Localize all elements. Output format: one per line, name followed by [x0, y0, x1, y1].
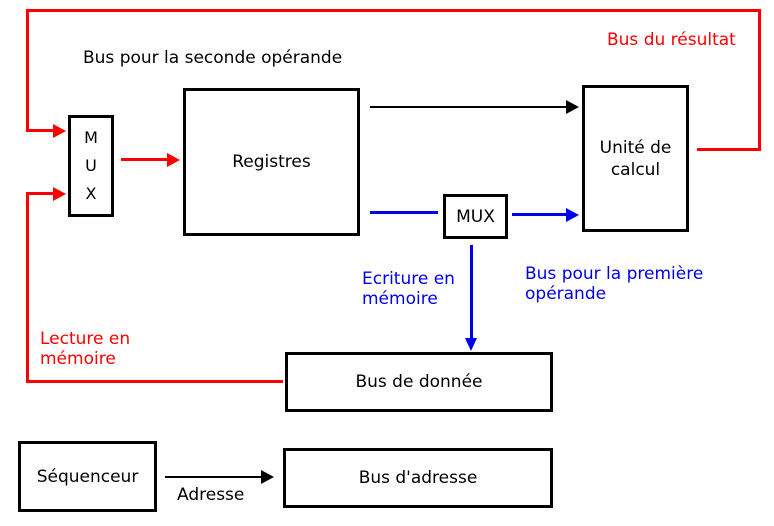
registers-to-alu-line: [370, 106, 566, 108]
second-operand-bus-label: Bus pour la seconde opérande: [83, 48, 343, 68]
result-bus-line: [697, 148, 761, 151]
data-bus-box: Bus de donnée: [285, 352, 553, 412]
address-bus-box: Bus d'adresse: [283, 448, 553, 508]
result-bus-line: [26, 9, 761, 12]
address-label: Adresse: [177, 485, 245, 505]
registers-box: Registres: [183, 88, 360, 236]
result-bus-line: [26, 129, 54, 132]
arrowhead-icon: [566, 208, 579, 222]
result-bus-label: Bus du résultat: [607, 30, 736, 50]
result-bus-line: [758, 9, 761, 151]
mux-left-box: M U X: [68, 115, 114, 217]
mux-to-registers-line: [121, 158, 168, 161]
write-memory-line: [470, 245, 473, 338]
result-bus-line: [26, 9, 29, 132]
arrowhead-icon: [53, 124, 66, 138]
sequencer-to-addressbus-line: [165, 476, 261, 478]
arrowhead-icon: [465, 338, 477, 351]
arrowhead-icon: [566, 100, 579, 114]
registers-to-mux-line: [370, 211, 438, 214]
write-memory-label: Ecriture en mémoire: [362, 269, 455, 309]
arrowhead-icon: [167, 153, 180, 167]
read-memory-line: [26, 380, 283, 383]
read-memory-label: Lecture en mémoire: [40, 329, 131, 369]
sequencer-box: Séquenceur: [18, 441, 157, 512]
mux-to-alu-line: [512, 213, 566, 216]
arrowhead-icon: [53, 187, 66, 201]
arrowhead-icon: [261, 470, 274, 484]
mux-center-box: MUX: [443, 194, 508, 239]
first-operand-bus-label: Bus pour la première opérande: [525, 264, 704, 304]
compute-unit-box: Unité de calcul: [582, 85, 689, 232]
read-memory-line: [26, 192, 54, 195]
read-memory-line: [26, 193, 29, 383]
